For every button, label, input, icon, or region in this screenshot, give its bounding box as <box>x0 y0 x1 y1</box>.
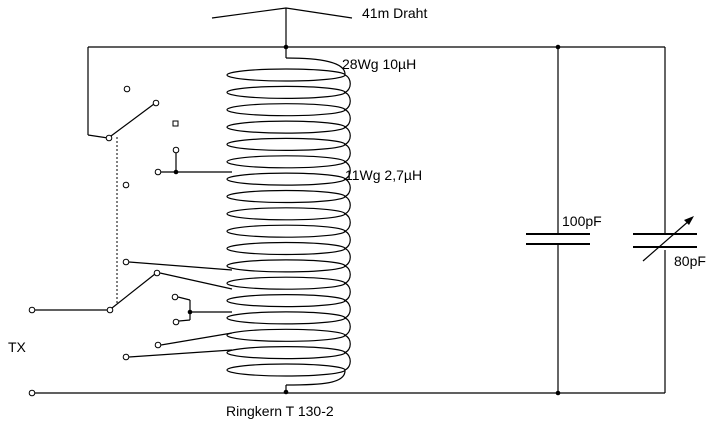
coil-turn <box>226 189 346 204</box>
upper-tap-switch <box>105 85 232 189</box>
coil-turn <box>226 103 346 117</box>
coil-winding <box>285 57 351 386</box>
coil-turn <box>226 328 346 342</box>
coil-turn <box>226 294 346 308</box>
coil-turn <box>226 259 346 273</box>
lower-tap-switch <box>106 258 233 361</box>
bottom-bus <box>32 250 666 396</box>
coil-turn <box>226 224 346 238</box>
coil-turn <box>226 276 346 290</box>
antenna-wire <box>211 7 353 47</box>
tx-label: TX <box>8 339 27 355</box>
coil-turn <box>226 311 346 325</box>
coil-turn <box>226 363 346 377</box>
coil-turn <box>226 207 346 221</box>
variable-capacitor-label: 80pF <box>674 253 706 269</box>
coil-turn <box>226 68 346 82</box>
variable-capacitor <box>633 216 697 262</box>
coil-turn <box>226 172 346 186</box>
tx-input <box>28 306 107 397</box>
coil-turn <box>226 241 346 256</box>
coil-turn <box>226 155 346 169</box>
coil-upper-label: 28Wg 10µH <box>342 56 416 72</box>
fixed-capacitor-label: 100pF <box>562 213 602 229</box>
coil-turn <box>226 85 346 100</box>
coil-tap-label: 11Wg 2,7µH <box>345 167 422 183</box>
toroid-coil <box>226 57 351 386</box>
top-bus <box>87 44 666 233</box>
coil-turn <box>226 137 346 151</box>
core-label: Ringkern T 130-2 <box>226 403 334 419</box>
antenna-label: 41m Draht <box>362 5 427 21</box>
fixed-capacitor <box>526 47 590 393</box>
coil-turn <box>226 346 346 360</box>
coil-turn <box>226 120 346 134</box>
